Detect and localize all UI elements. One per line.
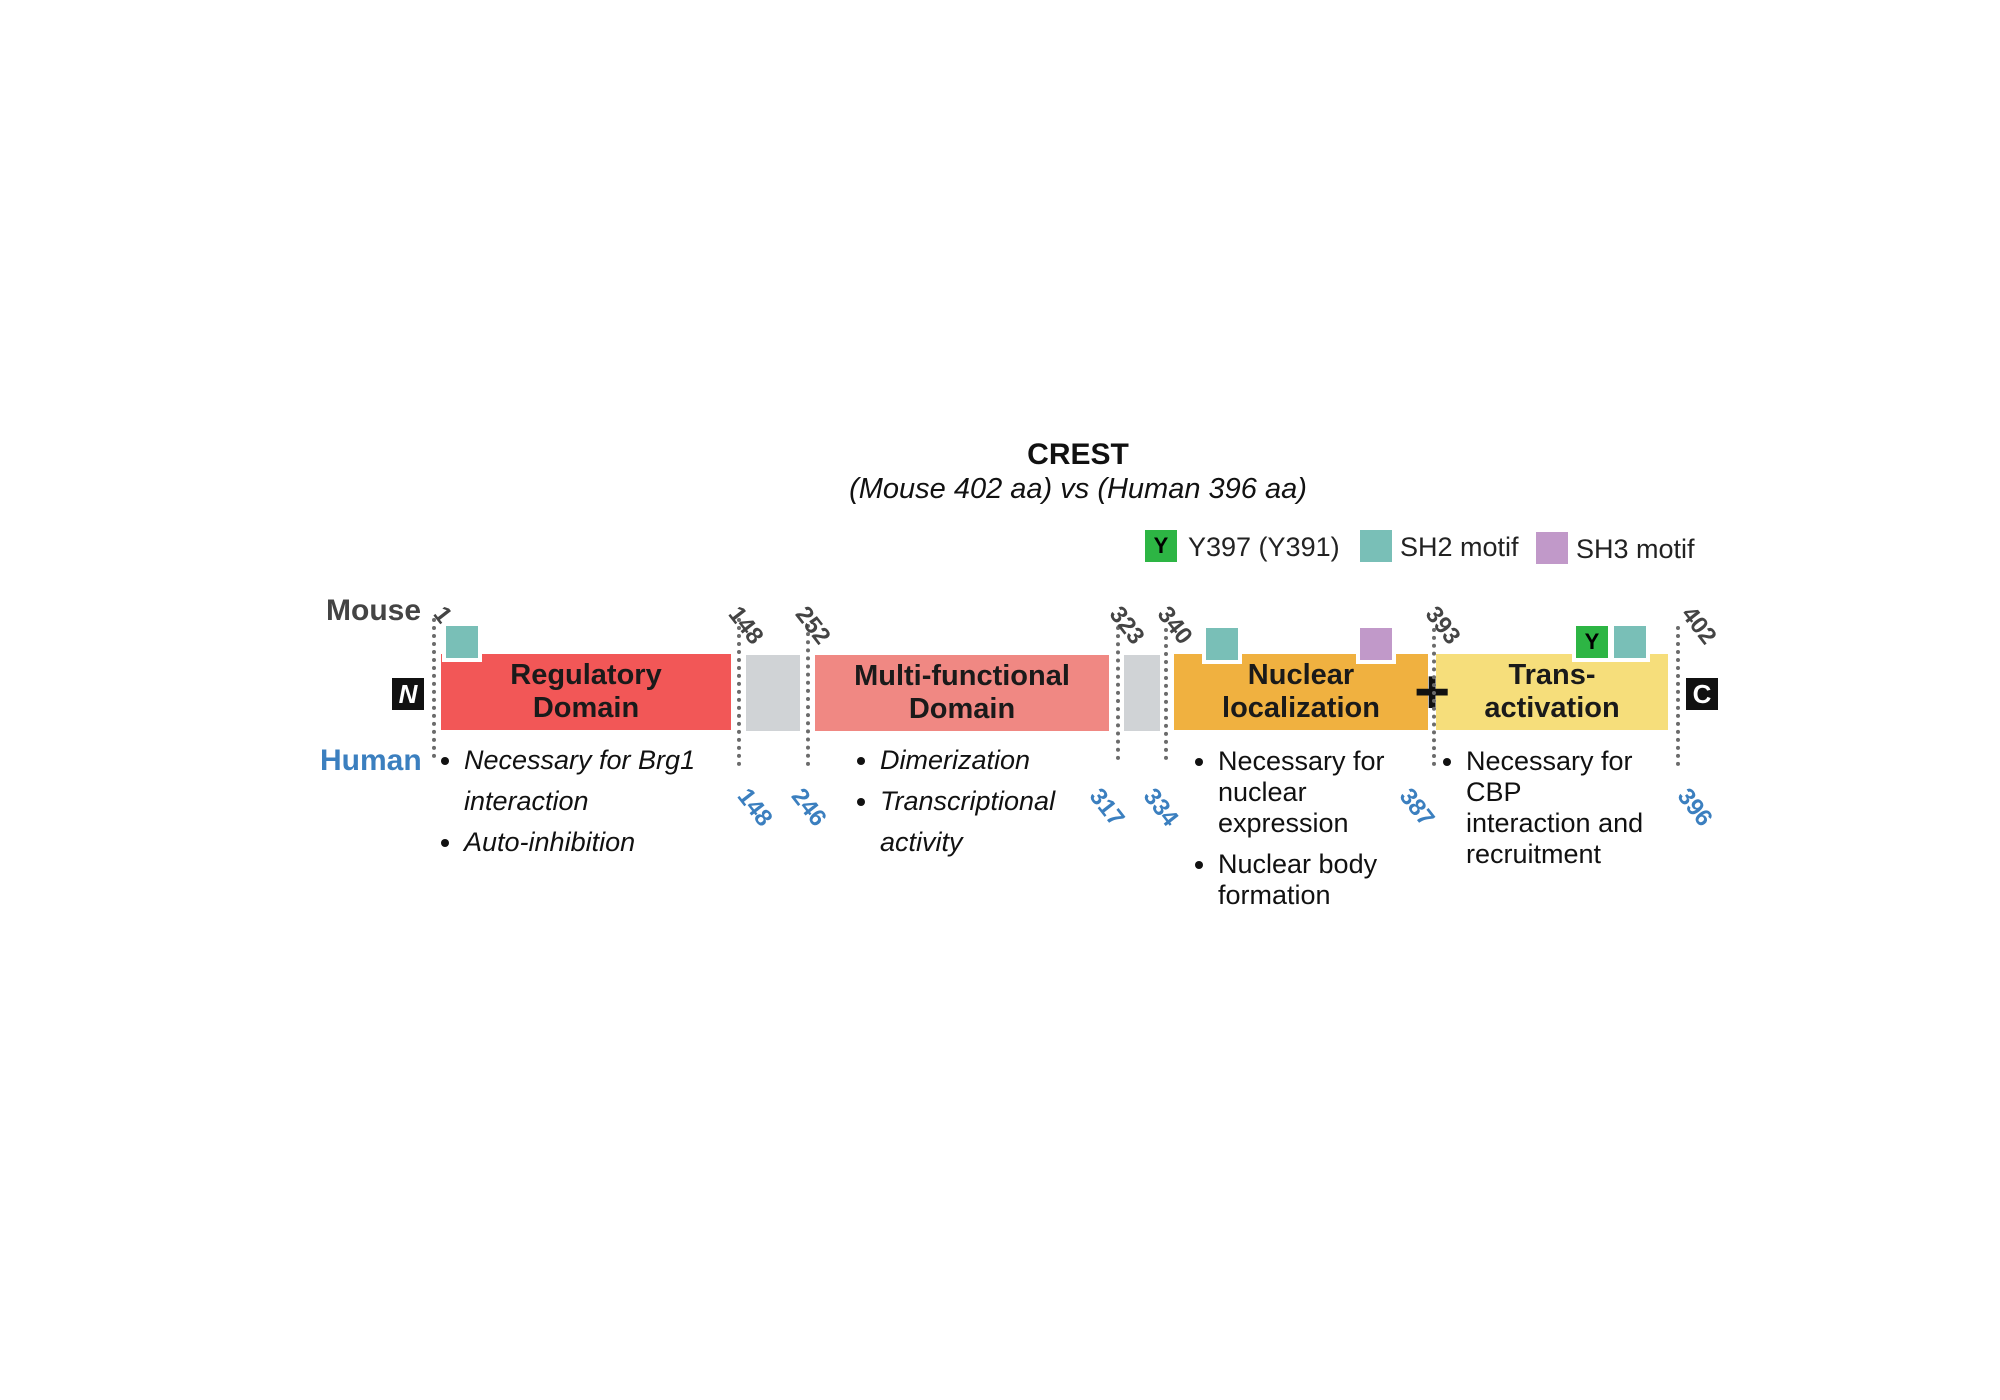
mouse-position-label: 340	[1151, 601, 1198, 650]
mouse-position-label: 323	[1103, 601, 1150, 650]
mouse-position-label: 393	[1419, 601, 1466, 650]
nuclear-notes-list: Necessary for nuclear expression Nuclear…	[1188, 746, 1444, 921]
boundary-line-148	[737, 618, 741, 766]
note-item: Necessary for CBP interaction and recrui…	[1466, 746, 1646, 870]
mouse-position-label: 252	[789, 601, 836, 650]
regulatory-domain-line2: Domain	[532, 692, 640, 724]
sh2-motif-marker-1	[442, 622, 482, 662]
note-item: Necessary for Brg1 interaction	[464, 740, 754, 822]
human-position-label: 334	[1137, 783, 1184, 832]
c-terminus-badge: C	[1686, 678, 1718, 710]
mouse-position-label: 402	[1675, 601, 1722, 650]
human-position-label: 246	[785, 783, 832, 832]
boundary-line-340	[1164, 628, 1168, 760]
regulatory-notes-list: Necessary for Brg1 interaction Auto-inhi…	[434, 740, 754, 863]
note-item: Transcriptional activity	[880, 781, 1120, 863]
human-row-label: Human	[320, 744, 422, 777]
diagram-subtitle: (Mouse 402 aa) vs (Human 396 aa)	[849, 473, 1307, 505]
mouse-position-label: 148	[722, 601, 769, 650]
boundary-line-402	[1676, 626, 1680, 766]
sh3-legend-label: SH3 motif	[1576, 534, 1695, 564]
human-position-label: 396	[1671, 783, 1718, 832]
linker-region-2	[1124, 655, 1160, 731]
transactivation-domain-line2: activation	[1484, 692, 1620, 724]
sh2-motif-marker-3	[1610, 622, 1650, 662]
nuclear-domain-line2: localization	[1222, 692, 1380, 724]
sh2-legend-label: SH2 motif	[1400, 532, 1519, 562]
tyrosine-legend-icon: Y	[1145, 530, 1177, 562]
boundary-line-323	[1116, 626, 1120, 760]
boundary-line-393	[1432, 628, 1436, 766]
sh3-legend-icon	[1536, 532, 1568, 564]
diagram-title: CREST	[1027, 438, 1129, 471]
boundary-line-1	[432, 618, 436, 758]
tyrosine-legend-label: Y397 (Y391)	[1188, 532, 1340, 562]
multifunctional-domain-line1: Multi-functional	[854, 660, 1070, 692]
transactivation-domain: Trans-activation	[1436, 654, 1668, 730]
note-item: Necessary for nuclear expression	[1218, 746, 1444, 839]
multifunctional-notes-list: Dimerization Transcriptional activity	[850, 740, 1120, 863]
tyrosine-y397-marker: Y	[1572, 622, 1612, 662]
note-item: Dimerization	[880, 740, 1120, 781]
transactivation-notes-list: Necessary for CBP interaction and recrui…	[1436, 746, 1646, 880]
boundary-line-252	[806, 624, 810, 766]
regulatory-domain-line1: Regulatory	[510, 659, 662, 691]
nuclear-domain-line1: Nuclear	[1247, 659, 1355, 691]
sh2-legend-icon	[1360, 530, 1392, 562]
mouse-row-label: Mouse	[326, 594, 422, 627]
note-item: Auto-inhibition	[464, 822, 754, 863]
linker-region-1	[746, 655, 800, 731]
sh2-motif-marker-2	[1202, 624, 1242, 664]
n-terminus-badge: N	[392, 678, 424, 710]
multifunctional-domain-line2: Domain	[908, 693, 1016, 725]
transactivation-domain-line1: Trans-	[1508, 659, 1596, 691]
note-item: Nuclear body formation	[1218, 849, 1444, 911]
sh3-motif-marker	[1356, 624, 1396, 664]
